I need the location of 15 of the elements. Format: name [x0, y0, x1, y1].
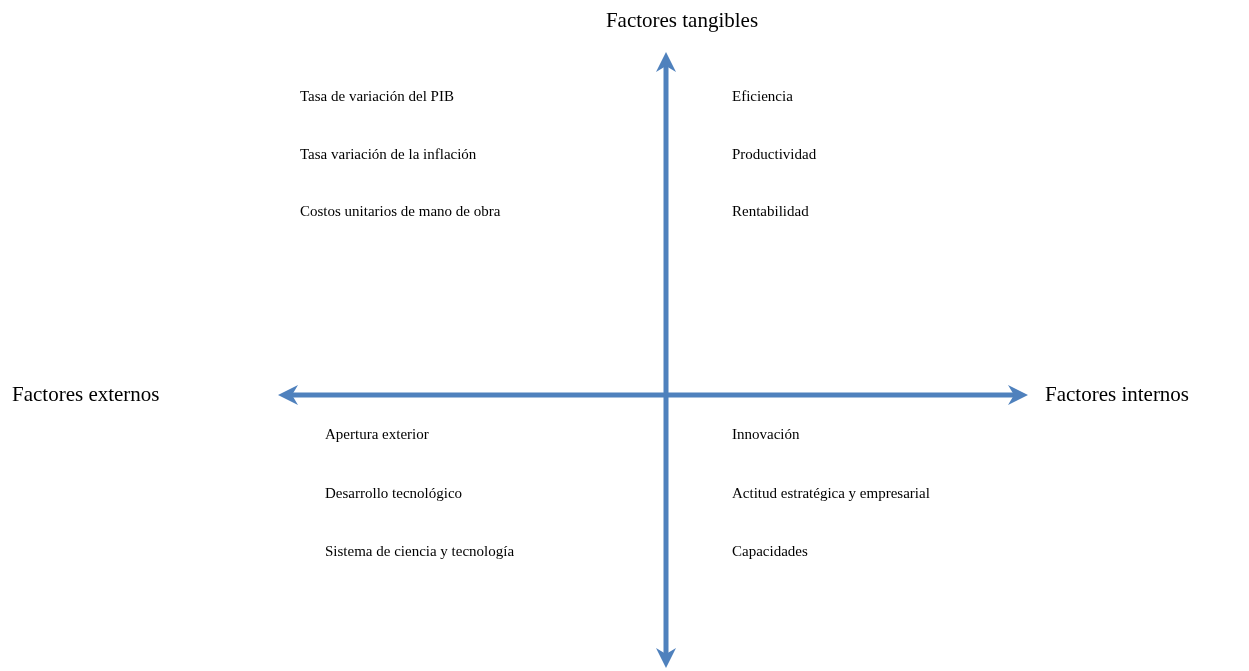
factor-label: Costos unitarios de mano de obra: [300, 203, 501, 221]
factor-label: Tasa de variación del PIB: [300, 88, 454, 106]
factor-label: Apertura exterior: [325, 426, 429, 444]
axis-title: Factores internos: [1045, 381, 1190, 407]
factor-label: Capacidades: [732, 543, 808, 561]
factor-label: Desarrollo tecnológico: [325, 485, 463, 503]
factor-label: Sistema de ciencia y tecnología: [325, 543, 515, 561]
factor-label: Eficiencia: [732, 88, 793, 106]
factor-label: Innovación: [732, 426, 800, 444]
factor-label: Productividad: [732, 146, 817, 164]
factor-label: Tasa variación de la inflación: [300, 146, 477, 164]
factor-label: Rentabilidad: [732, 203, 809, 221]
axis-title: Factores externos: [12, 381, 160, 407]
axis-title: Factores tangibles: [605, 7, 759, 33]
factor-label: Actitud estratégica y empresarial: [732, 485, 930, 503]
